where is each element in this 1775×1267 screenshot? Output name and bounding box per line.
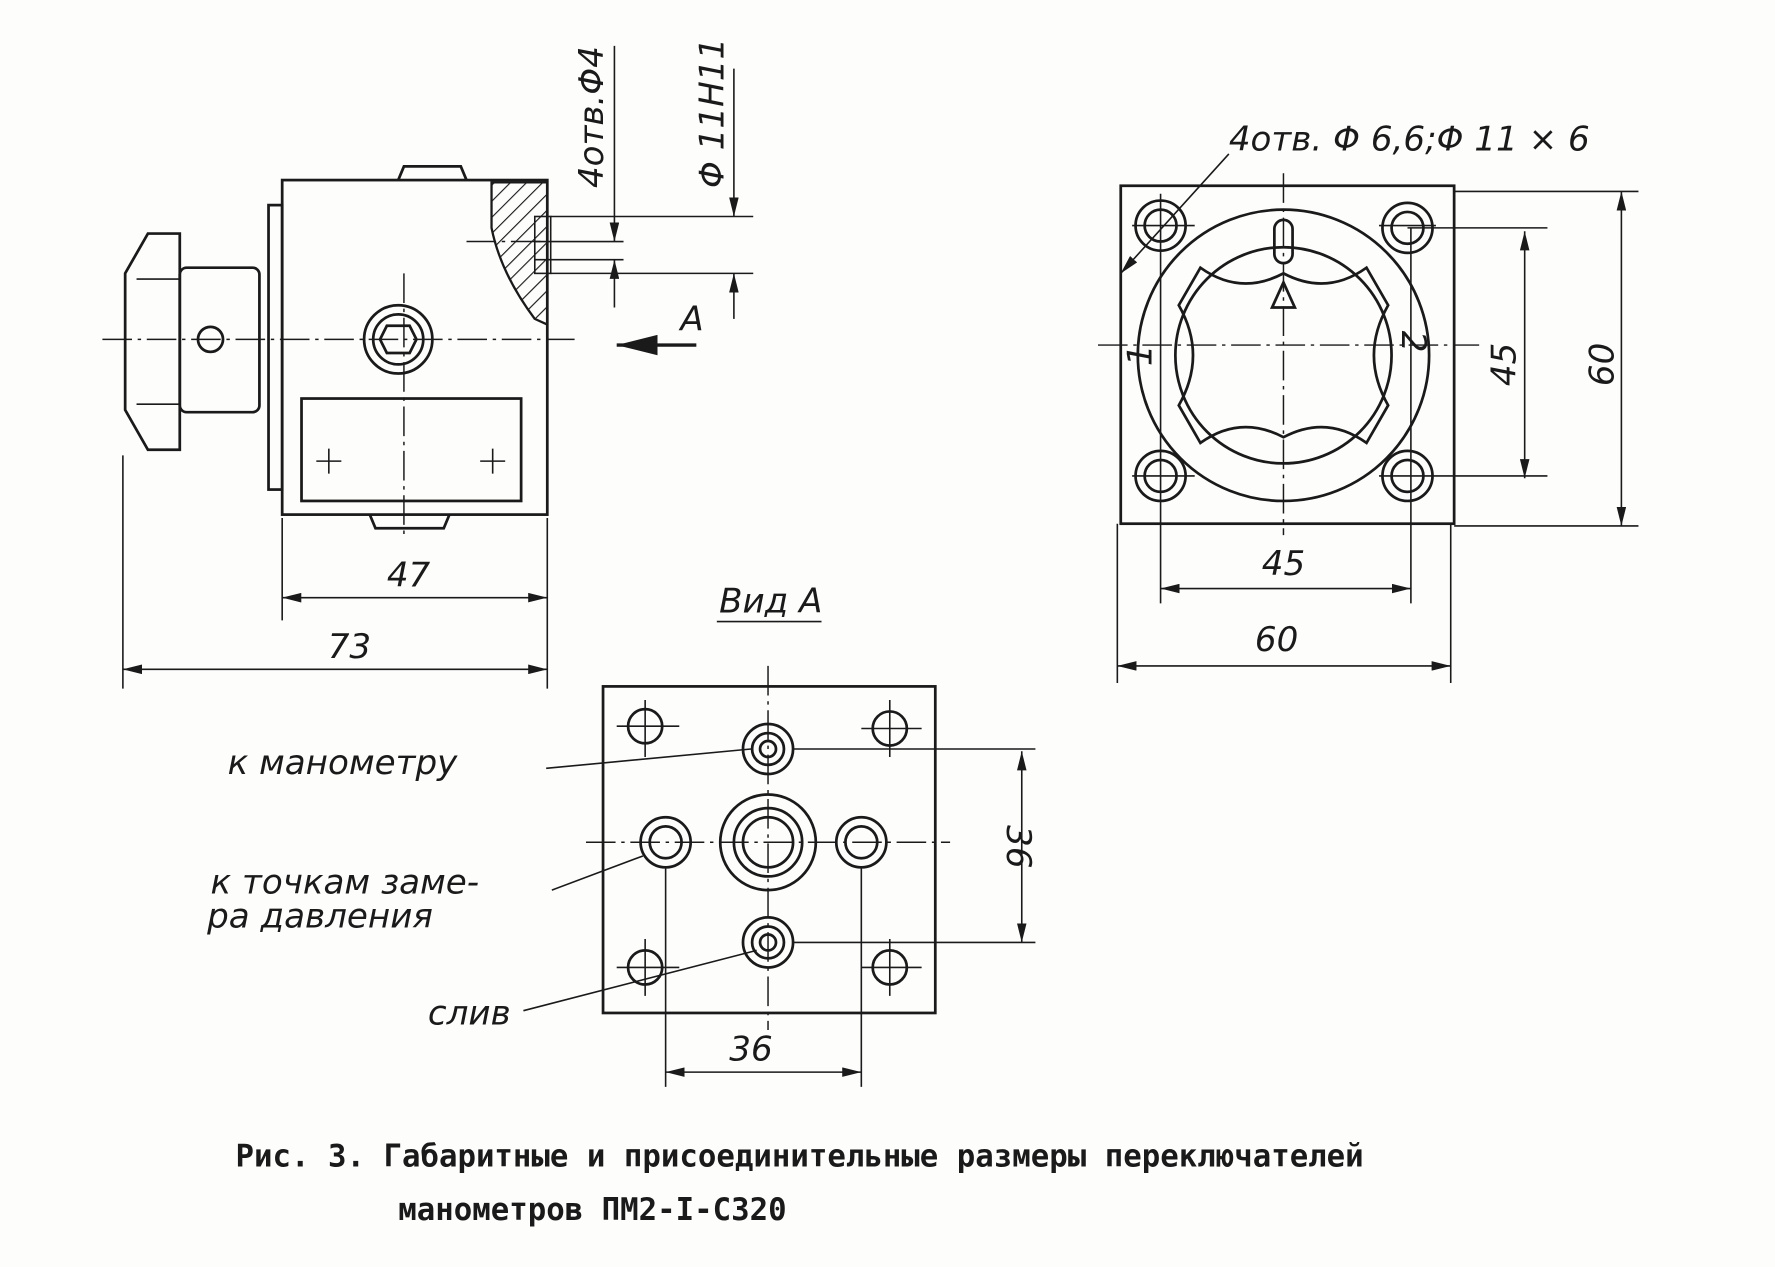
position-2: 2 (1393, 331, 1433, 353)
corner-holes (616, 700, 922, 996)
nameplate (300, 397, 523, 503)
handle-knob (123, 232, 182, 452)
front-view: 0 1 2 45 60 45 60 4отв. Φ 6,6;Φ 11 × 6 (1097, 119, 1639, 683)
dim-45-vertical: 45 (1485, 343, 1525, 386)
caption-line-2: манометров ПМ2-I-С320 (398, 1192, 786, 1228)
label-to-measure-points-2: ра давления (206, 897, 433, 937)
hole-large-label: Φ 11H11 (693, 38, 733, 188)
dim-60-horizontal: 60 (1255, 620, 1298, 660)
dim-47: 47 (387, 555, 431, 595)
flange-plate (267, 203, 284, 491)
dim-73: 73 (328, 627, 371, 667)
bottom-boss (368, 514, 451, 530)
dim-36-horizontal: 36 (729, 1030, 772, 1070)
dim-36-vertical: 36 (998, 825, 1038, 868)
label-to-gauge: к манометру (228, 743, 459, 783)
dim-60-vertical: 60 (1582, 343, 1622, 386)
front-plate (1119, 184, 1456, 526)
hole-small-label: 4отв.Φ4 (572, 46, 612, 188)
dim-45-horizontal: 45 (1262, 544, 1305, 584)
holes-note: 4отв. Φ 6,6;Φ 11 × 6 (1229, 119, 1590, 159)
view-a-title: Вид А (719, 581, 822, 621)
side-view: 4отв.Φ4 Φ 11H11 A 47 73 (102, 38, 754, 689)
top-boss (396, 165, 468, 181)
section-hatch (490, 181, 549, 327)
label-drain: слив (428, 993, 511, 1033)
view-arrow-label: A (678, 299, 703, 339)
position-1: 1 (1120, 344, 1160, 366)
label-to-measure-points-1: к точкам заме- (210, 862, 479, 902)
view-a: Вид А 36 36 к манометру к точкам заме- р… (206, 581, 1038, 1087)
caption-line-1: Рис. 3. Габаритные и присоединительные р… (236, 1139, 1364, 1175)
mounting-face (601, 685, 937, 1015)
